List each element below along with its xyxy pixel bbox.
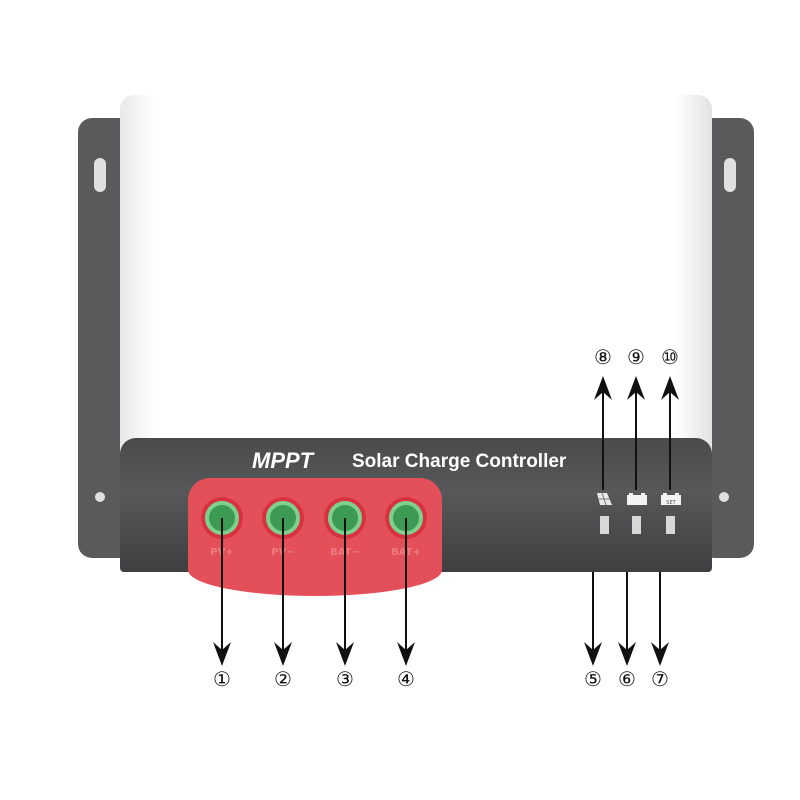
callout-1: ①	[213, 667, 231, 691]
controller-cover	[120, 95, 712, 455]
right-keyhole	[724, 158, 736, 192]
arrow-up-10	[661, 376, 679, 400]
callout-2: ②	[274, 667, 292, 691]
arrow-down-5	[584, 642, 602, 666]
battery-icon	[627, 493, 647, 505]
callout-7: ⑦	[651, 667, 669, 691]
battery-status-led	[632, 516, 641, 534]
product-title: Solar Charge Controller	[352, 451, 567, 472]
callout-4: ④	[397, 667, 415, 691]
arrow-up-9	[627, 376, 645, 400]
right-mount-hole	[719, 492, 729, 502]
arrow-down-1	[213, 642, 231, 666]
arrow-down-4	[397, 642, 415, 666]
callout-6: ⑥	[618, 667, 636, 691]
brand-mppt: MPPT	[252, 448, 314, 473]
left-keyhole	[94, 158, 106, 192]
load-status-led	[666, 516, 675, 534]
arrow-down-2	[274, 642, 292, 666]
terminal-block	[188, 478, 442, 596]
battery-set-icon: SET	[661, 493, 681, 506]
callout-8: ⑧	[594, 345, 612, 369]
arrow-down-6	[618, 642, 636, 666]
arrow-down-7	[651, 642, 669, 666]
terminal-bat-plus	[389, 501, 423, 535]
callout-9: ⑨	[627, 345, 645, 369]
svg-text:SET: SET	[666, 500, 676, 506]
solar-panel-icon	[597, 492, 612, 506]
callout-5: ⑤	[584, 667, 602, 691]
callout-10: ⑩	[661, 345, 679, 369]
callout-3: ③	[336, 667, 354, 691]
pv-status-led	[600, 516, 609, 534]
arrow-up-8	[594, 376, 612, 400]
arrow-down-3	[336, 642, 354, 666]
left-mount-hole	[95, 492, 105, 502]
